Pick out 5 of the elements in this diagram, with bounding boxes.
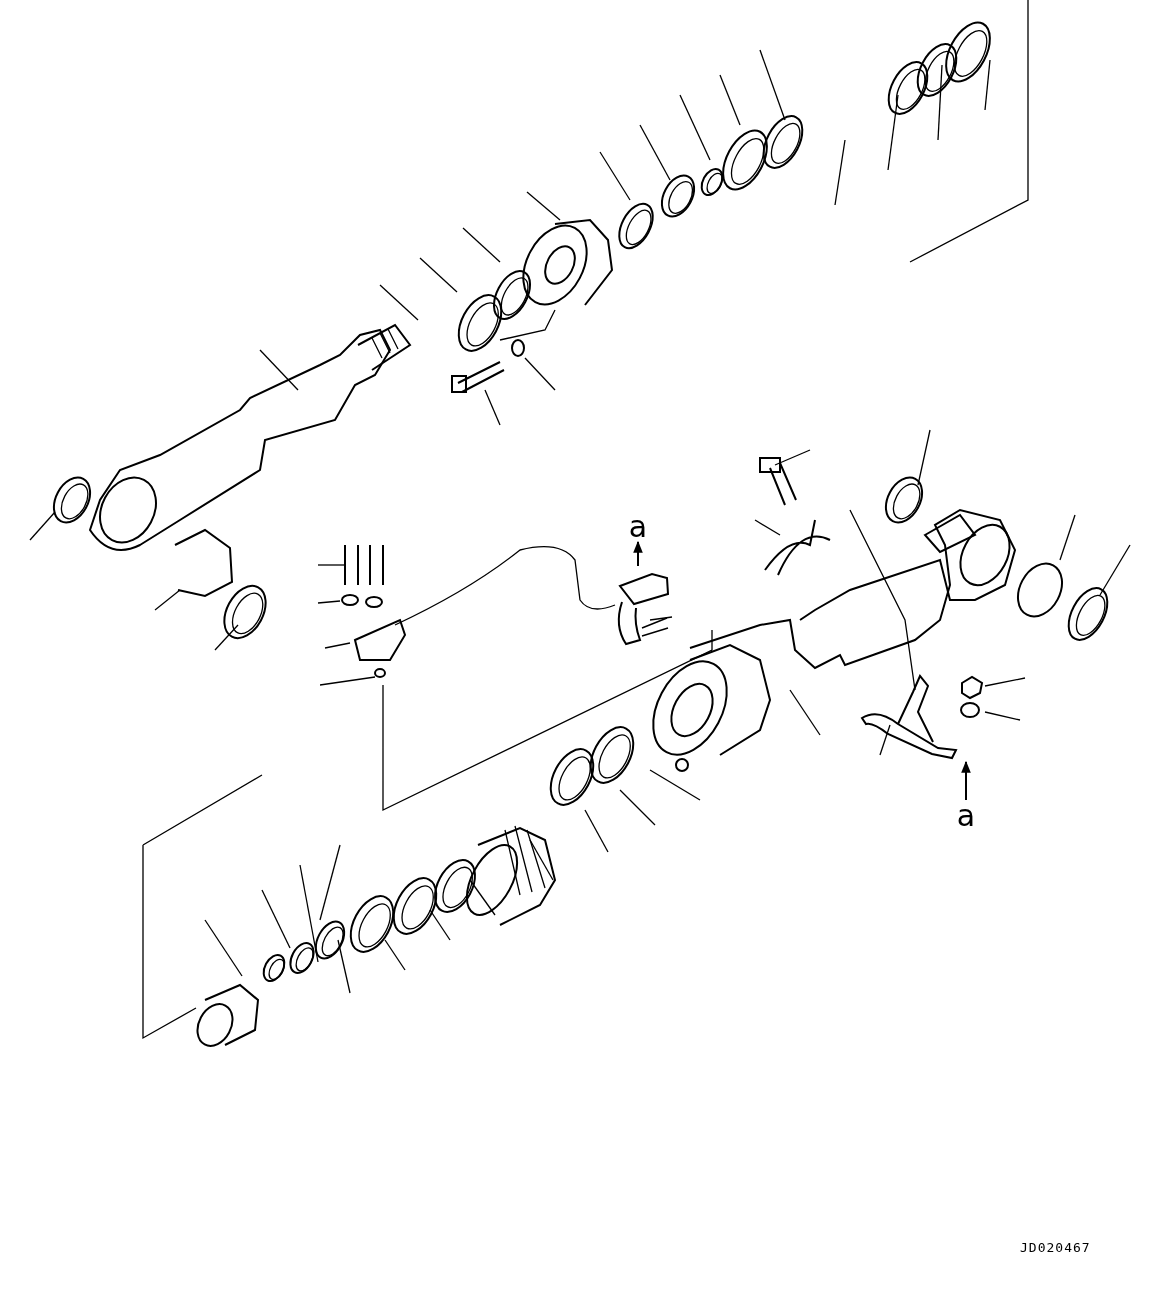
drawing-number: JD020467	[1020, 1240, 1091, 1255]
arrow	[961, 760, 971, 801]
arrow	[633, 540, 643, 567]
view-reference-letter: a	[628, 512, 648, 542]
view-reference-letter: a	[956, 801, 976, 831]
